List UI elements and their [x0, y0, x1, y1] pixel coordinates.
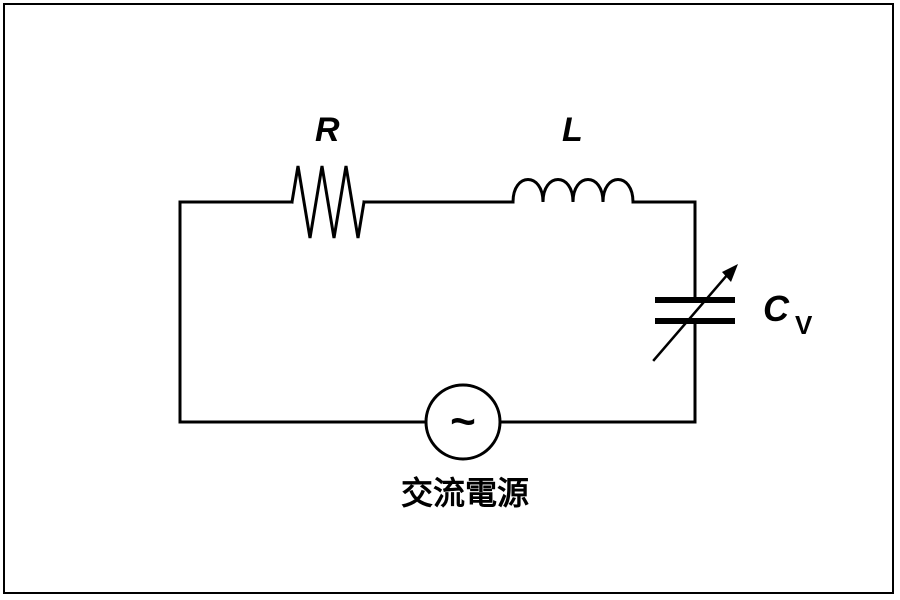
wire-right-bottom	[498, 319, 697, 424]
capacitor-label: C	[763, 288, 790, 329]
ac-source-label: 交流電源	[401, 474, 529, 512]
variable-arrow-line	[652, 272, 730, 362]
diagram-frame	[3, 3, 894, 594]
resistor-label: R	[315, 111, 340, 149]
resistor-symbol	[290, 165, 366, 239]
capacitor-subscript: V	[795, 310, 813, 340]
wire-top-right	[631, 200, 697, 302]
variable-arrow-head	[722, 264, 738, 282]
inductor-label: L	[562, 111, 583, 149]
ac-source-circle	[424, 383, 502, 461]
ac-source-symbol: ~	[450, 397, 476, 446]
inductor-symbol	[511, 178, 635, 204]
